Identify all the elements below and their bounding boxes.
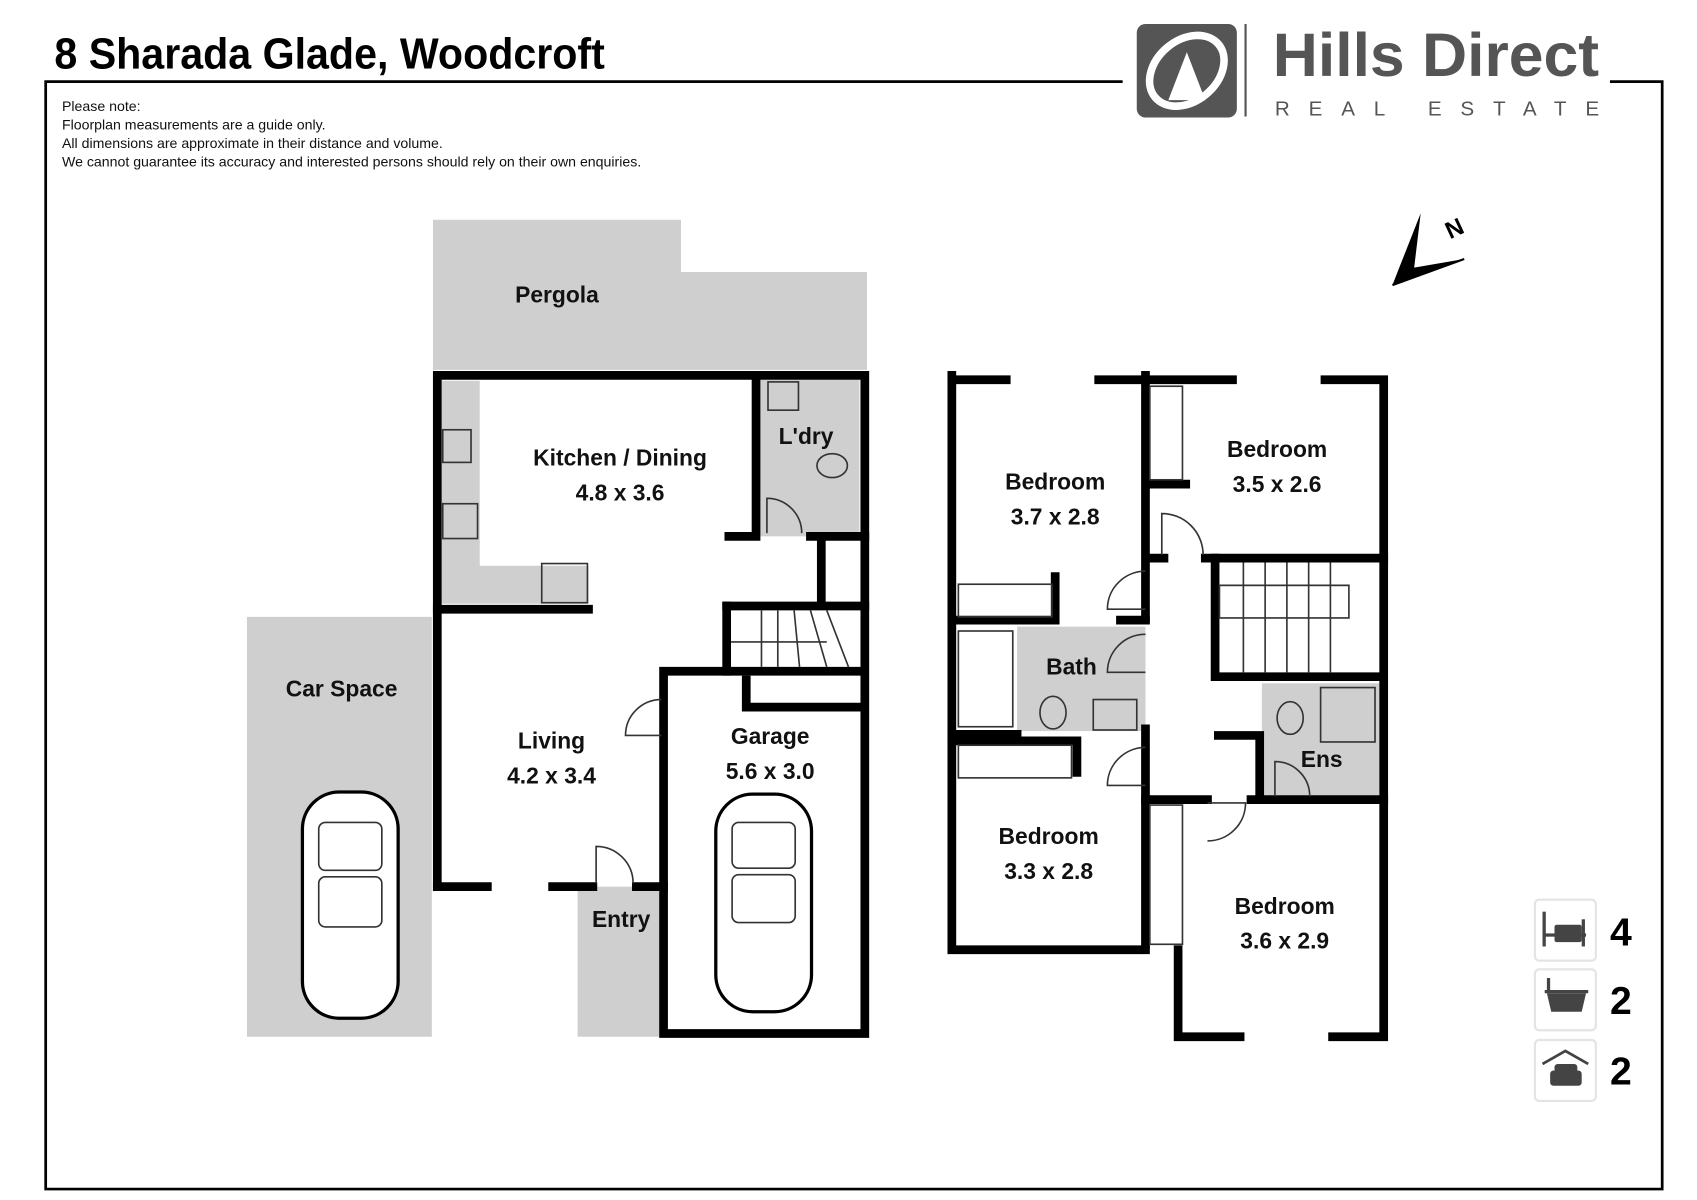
laundry-area [756, 379, 860, 537]
stairs-icon [1218, 562, 1350, 673]
entry-label: Entry [592, 906, 651, 932]
kitchen-label: Kitchen / Dining [533, 445, 707, 471]
door [1207, 802, 1247, 842]
note-line: Please note: [62, 98, 141, 114]
bedroom-size: 3.6 x 2.9 [1240, 928, 1329, 954]
bed-icon [1542, 911, 1587, 947]
note-line: Floorplan measurements are a guide only. [62, 117, 326, 133]
sink-icon [441, 428, 472, 464]
door [1160, 512, 1204, 555]
ground-floor-plan: Pergola Kitchen / Dining 4.8 x 3.6 L'dry… [246, 219, 870, 1038]
laundry-tub-icon [767, 381, 800, 411]
shower-icon [1319, 686, 1376, 743]
pergola-label: Pergola [515, 281, 599, 307]
car-icon [300, 790, 400, 1020]
door [1106, 633, 1146, 674]
door [766, 497, 803, 534]
logo-tagline: REAL ESTATE [1275, 97, 1599, 120]
page-title: 8 Sharada Glade, Woodcroft [54, 31, 604, 79]
kitchen-counter [441, 380, 589, 604]
pergola-area [432, 219, 867, 370]
door [624, 698, 662, 737]
page-frame [44, 80, 1664, 1191]
bathroom-count: 2 [1610, 980, 1632, 1023]
compass-north-label: N [1441, 213, 1468, 245]
bath-icon [1544, 978, 1589, 1012]
bedroom-label: Bedroom [1235, 893, 1335, 919]
wardrobe [1149, 804, 1184, 946]
basin-icon [1092, 698, 1138, 731]
cooktop-icon [441, 502, 479, 540]
disclaimer: Please note: Floorplan measurements are … [62, 98, 641, 169]
wardrobe [1149, 385, 1184, 481]
stairs-icon [731, 610, 850, 668]
note-line: All dimensions are approximate in their … [62, 135, 443, 151]
parking-count: 2 [1610, 1051, 1632, 1094]
entry-area [577, 886, 661, 1037]
note-line: We cannot guarantee its accuracy and int… [62, 154, 641, 170]
garage-size: 5.6 x 3.0 [726, 758, 815, 784]
front-door [595, 845, 634, 884]
wardrobe [957, 583, 1053, 618]
bath-area [1017, 626, 1146, 732]
bedroom-label: Bedroom [999, 823, 1099, 849]
living-size: 4.2 x 3.4 [507, 762, 596, 788]
bath-label: Bath [1046, 654, 1097, 680]
garage-label: Garage [731, 723, 810, 749]
bedroom-size: 3.7 x 2.8 [1011, 503, 1100, 529]
wardrobe [957, 744, 1073, 779]
car-icon [714, 792, 814, 1014]
door [1106, 570, 1146, 611]
laundry-label: L'dry [779, 423, 834, 449]
door [1274, 760, 1311, 797]
door [1106, 746, 1146, 787]
car-space-label: Car Space [286, 675, 398, 701]
upper-floor-plan: Bedroom 3.7 x 2.8 Bedroom 3.5 x 2.6 Bath… [947, 371, 1389, 1042]
features: 4 2 2 [1533, 898, 1632, 1103]
compass-icon: N [1392, 213, 1468, 287]
kitchen-size: 4.8 x 3.6 [576, 479, 665, 505]
logo: Hills Direct REAL ESTATE [1136, 21, 1599, 120]
bedroom-size: 3.5 x 2.6 [1233, 471, 1322, 497]
bathtub-icon [957, 630, 1014, 728]
toilet-icon [816, 452, 849, 479]
living-label: Living [518, 727, 585, 753]
toilet-icon [1039, 695, 1067, 730]
garage-icon [1541, 1049, 1589, 1086]
bedroom-label: Bedroom [1227, 436, 1327, 462]
ensuite-label: Ens [1301, 746, 1343, 772]
toilet-icon [1276, 700, 1305, 736]
fridge-icon [540, 562, 589, 604]
logo-name: Hills Direct [1273, 21, 1599, 89]
bedroom-label: Bedroom [1005, 469, 1105, 495]
bedroom-count: 4 [1610, 911, 1632, 954]
bedroom-size: 3.3 x 2.8 [1004, 858, 1093, 884]
